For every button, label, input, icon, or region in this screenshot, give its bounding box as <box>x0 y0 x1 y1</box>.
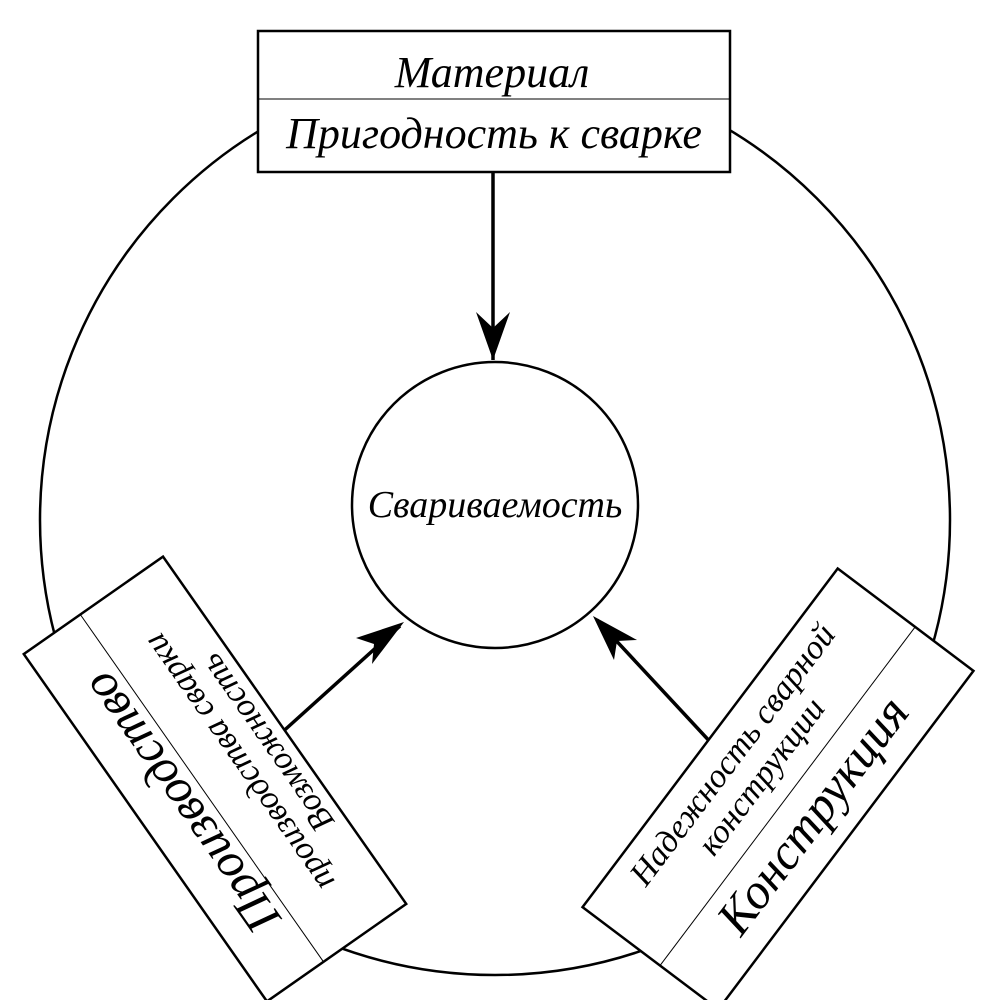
arrowhead-construction <box>593 616 637 660</box>
production-box: Возможность производства сварки Производ… <box>22 554 408 1000</box>
arrowhead-production <box>356 622 404 664</box>
construction-box: Надежность сварной конструкции Конструкц… <box>580 566 976 1000</box>
material-subtitle: Пригодность к сварке <box>285 109 702 158</box>
material-title: Материал <box>394 48 590 97</box>
material-box: Материал Пригодность к сварке <box>256 29 732 174</box>
arrowhead-material <box>476 312 510 360</box>
center-label: Свариваемость <box>368 484 623 526</box>
center-node: Свариваемость <box>350 360 640 650</box>
center-circle <box>350 360 640 650</box>
